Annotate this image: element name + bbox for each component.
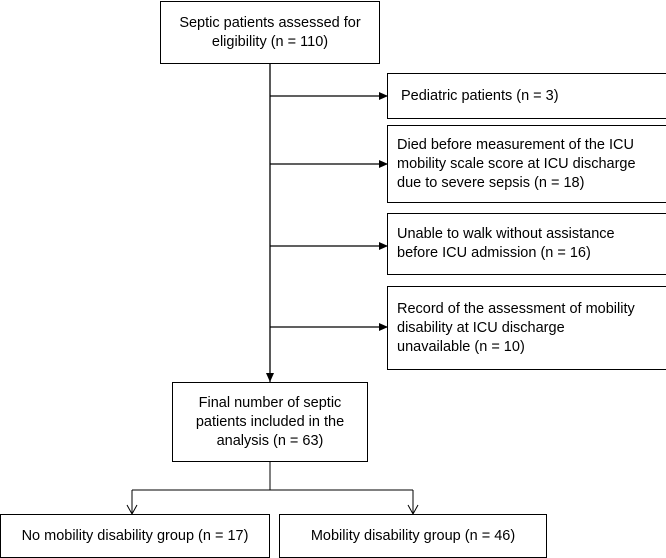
exclusion-box-died: Died before measurement of the ICU mobil… xyxy=(387,125,666,203)
exclusion-box-record-unavailable: Record of the assessment of mobility dis… xyxy=(387,286,666,370)
group-text-no-mobility-disability: No mobility disability group (n = 17) xyxy=(21,527,249,544)
group-box-mobility-disability: Mobility disability group (n = 46) xyxy=(279,514,547,558)
group-box-no-mobility-disability: No mobility disability group (n = 17) xyxy=(0,514,270,558)
assessed-text: Septic patients assessed for eligibility… xyxy=(179,14,361,50)
exclusion-text-died: Died before measurement of the ICU mobil… xyxy=(397,136,636,191)
exclusion-text-record-unavailable: Record of the assessment of mobility dis… xyxy=(397,300,635,355)
exclusion-box-unable-walk: Unable to walk without assistance before… xyxy=(387,213,666,275)
final-text: Final number of septic patients included… xyxy=(195,394,345,449)
final-box: Final number of septic patients included… xyxy=(172,382,368,462)
assessed-box: Septic patients assessed for eligibility… xyxy=(160,1,380,64)
group-text-mobility-disability: Mobility disability group (n = 46) xyxy=(310,527,516,544)
exclusion-text-unable-walk: Unable to walk without assistance before… xyxy=(397,226,615,261)
exclusion-box-pediatric: Pediatric patients (n = 3) xyxy=(387,73,666,119)
exclusion-text-pediatric: Pediatric patients (n = 3) xyxy=(401,87,559,104)
